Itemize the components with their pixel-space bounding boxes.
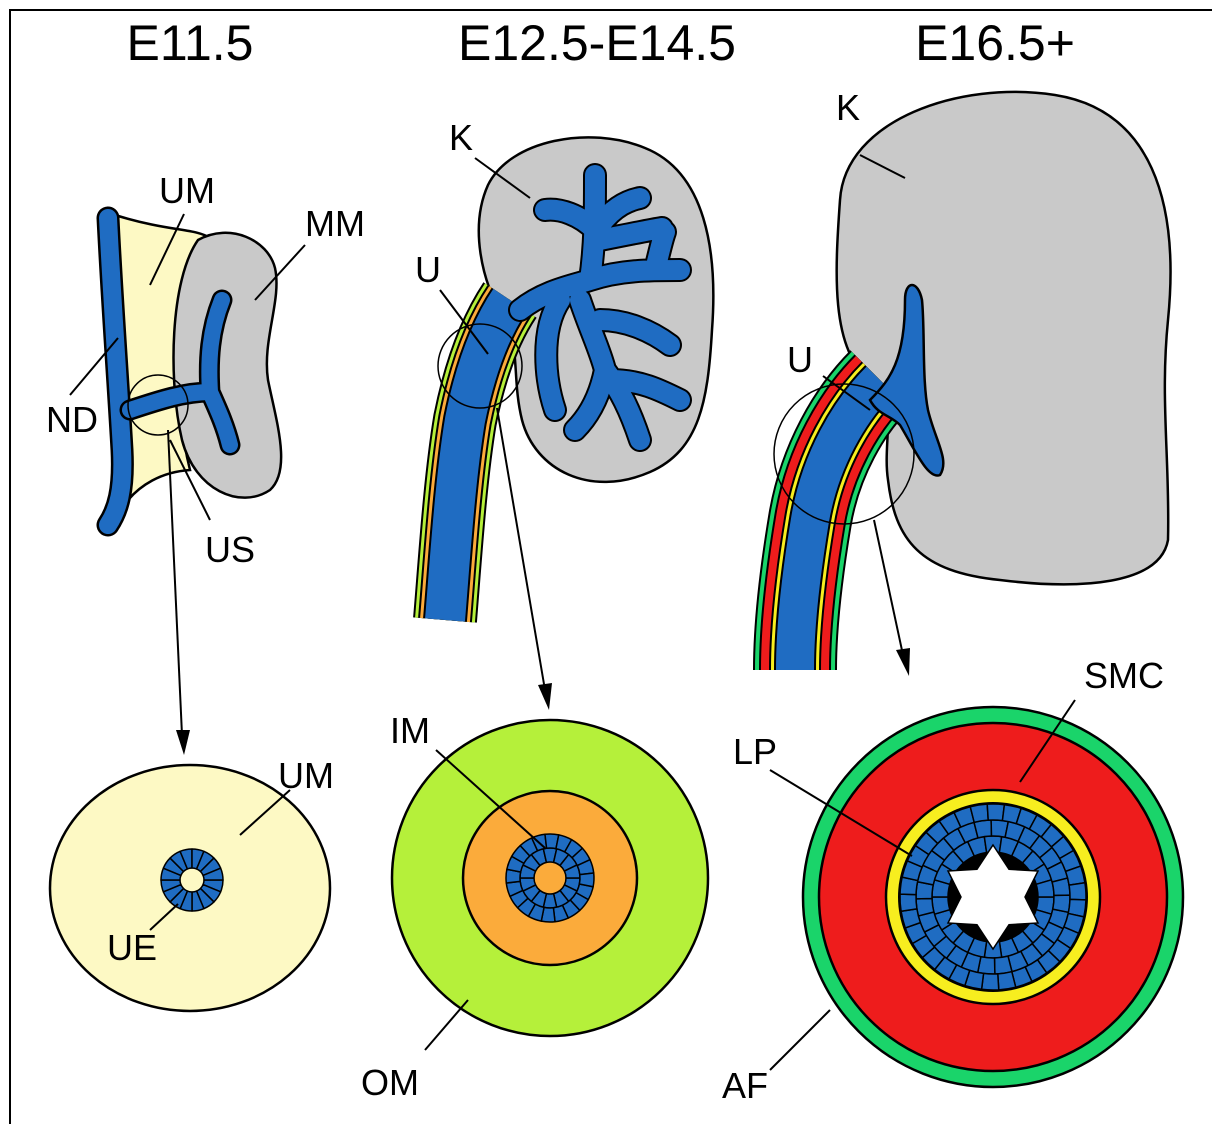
- leader-om: [425, 1000, 468, 1050]
- title-e11-5: E11.5: [127, 15, 254, 71]
- arrow-e11-5: [168, 430, 190, 755]
- e12-5-cross-section: IM OM: [361, 710, 708, 1103]
- epithelial-cell: [974, 820, 991, 838]
- title-e12-5-e14-5: E12.5-E14.5: [458, 15, 736, 71]
- label-lp: LP: [733, 731, 777, 772]
- im-inner-mesenchyme: [463, 791, 637, 965]
- e11-5-cross-section: UM UE: [50, 755, 334, 1011]
- label-mm: MM: [305, 203, 365, 244]
- epithelial-cell: [1069, 883, 1086, 900]
- label-om: OM: [361, 1062, 419, 1103]
- label-um-bottom: UM: [278, 755, 334, 796]
- title-e16-5-plus: E16.5+: [915, 15, 1075, 71]
- epithelial-cell: [916, 898, 934, 915]
- e16-5-cross-section: SMC LP AF: [722, 655, 1183, 1106]
- label-k-right: K: [836, 87, 860, 128]
- label-us: US: [205, 529, 255, 570]
- leader-af: [770, 1010, 830, 1070]
- label-um-top: UM: [159, 170, 215, 211]
- epithelial-cell: [579, 873, 594, 887]
- e12-5-kidney-illustration: K U: [415, 117, 713, 620]
- label-af: AF: [722, 1065, 768, 1106]
- e11-5-bud-illustration: UM MM ND US: [46, 170, 365, 570]
- epithelial-cell: [1052, 878, 1070, 895]
- epithelial-cell: [987, 804, 1004, 821]
- label-nd: ND: [46, 399, 98, 440]
- epithelial-cell: [994, 956, 1011, 974]
- label-u-mid: U: [415, 249, 441, 290]
- epithelial-cell: [900, 894, 917, 911]
- epithelial-cell: [970, 804, 988, 822]
- mm-region: [174, 233, 282, 498]
- label-u-right: U: [787, 339, 813, 380]
- arrow-e16-5: [874, 520, 910, 676]
- label-k-mid: K: [449, 117, 473, 158]
- urothelium-ring: [900, 804, 1086, 990]
- label-smc: SMC: [1084, 655, 1164, 696]
- kidney-k-right: [837, 92, 1171, 584]
- epithelial-cell: [982, 973, 999, 990]
- label-im: IM: [390, 710, 430, 751]
- e16-5-kidney-illustration: K U: [774, 87, 1171, 670]
- epithelial-cell: [1053, 895, 1070, 912]
- epithelial-cell: [998, 972, 1016, 990]
- um-mesenchyme-section: [50, 765, 330, 1011]
- label-ue: UE: [107, 927, 157, 968]
